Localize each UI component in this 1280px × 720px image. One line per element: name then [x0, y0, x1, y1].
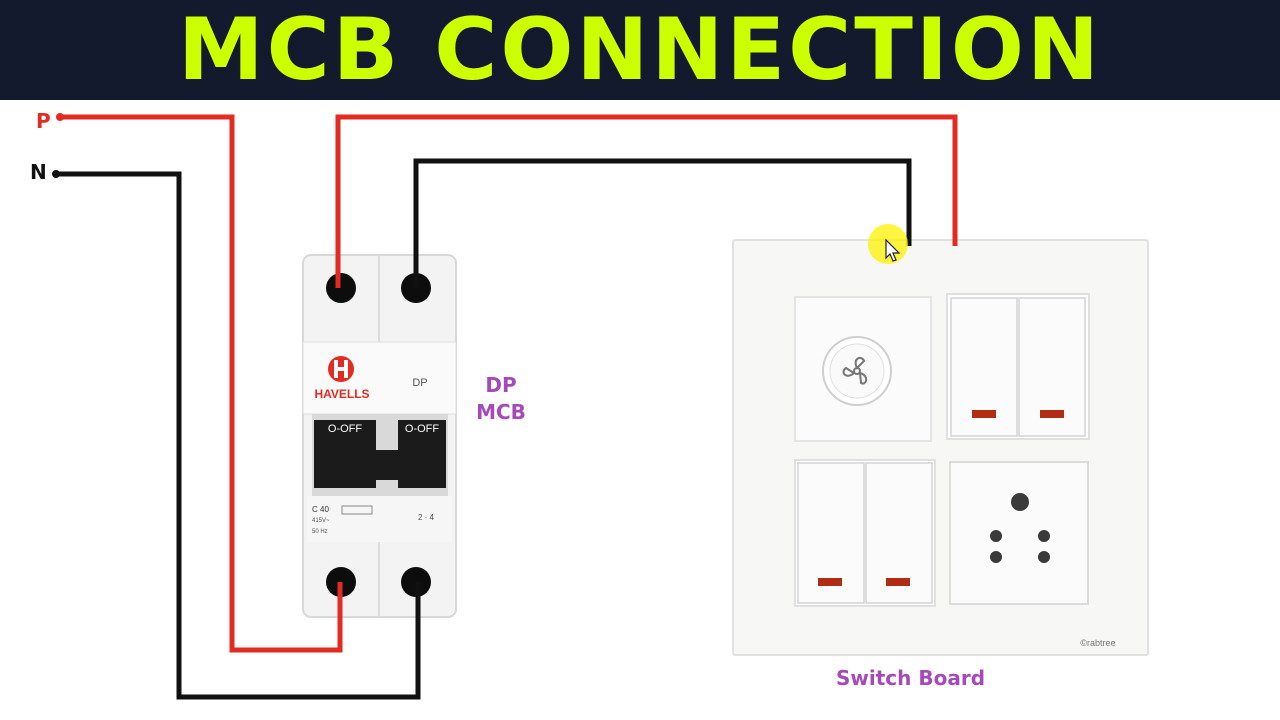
phase-wires — [60, 114, 958, 653]
switch-3-indicator — [818, 578, 842, 586]
mcb-tie-bar — [372, 450, 402, 480]
mcb-pole-label: DP — [412, 377, 427, 389]
pointer-cursor-icon — [868, 224, 908, 264]
right-toggle-text: O-OFF — [405, 423, 439, 435]
switch-board-label: Switch Board — [836, 666, 986, 690]
phase-supply-point — [56, 113, 64, 121]
mcb-spec-1: 415V~ — [312, 518, 330, 524]
phase-label: P — [36, 109, 51, 133]
phase-supply-wire — [60, 114, 343, 653]
switch-3[interactable] — [797, 462, 865, 604]
neutral-wires — [56, 158, 912, 700]
dp-mcb-label: DP MCB — [468, 372, 534, 426]
mcb-left-toggle[interactable] — [314, 420, 376, 488]
switch-board-brand: ©rabtree — [1080, 638, 1115, 648]
switch-1-indicator — [972, 410, 996, 418]
mcb-brand: HAVELLS — [314, 387, 369, 401]
neutral-label: N — [30, 160, 47, 184]
switch-2[interactable] — [1018, 297, 1086, 437]
fan-regulator[interactable] — [822, 336, 892, 406]
dp-mcb: HAVELLS DP O-OFF O-OFF C 40 415V~ 50 Hz … — [302, 254, 457, 618]
left-toggle-text: O-OFF — [328, 423, 362, 435]
neutral-supply-wire — [56, 171, 421, 700]
title-bar: MCB CONNECTION — [0, 0, 1280, 100]
dp-mcb-label-line2: MCB — [476, 400, 526, 424]
switch-4[interactable] — [865, 462, 933, 604]
switch-4-indicator — [886, 578, 910, 586]
mcb-terminal-marks: 2 · 4 — [418, 513, 435, 522]
neutral-output-wire — [413, 158, 912, 288]
mcb-rating: C 40 — [312, 505, 329, 514]
page-title: MCB CONNECTION — [178, 0, 1102, 100]
switch-board: ©rabtree — [732, 239, 1149, 656]
dp-mcb-label-line1: DP — [485, 373, 517, 397]
switch-1[interactable] — [950, 297, 1018, 437]
mcb-top-left-terminal — [326, 273, 356, 303]
fan-icon — [842, 356, 868, 385]
phase-output-wire — [335, 114, 958, 288]
switch-2-indicator — [1040, 410, 1064, 418]
neutral-supply-point — [52, 170, 60, 178]
mcb-spec-2: 50 Hz — [312, 529, 328, 535]
power-socket[interactable] — [949, 461, 1089, 605]
havells-logo: HAVELLS — [314, 356, 370, 401]
mcb-right-toggle[interactable] — [398, 420, 446, 488]
